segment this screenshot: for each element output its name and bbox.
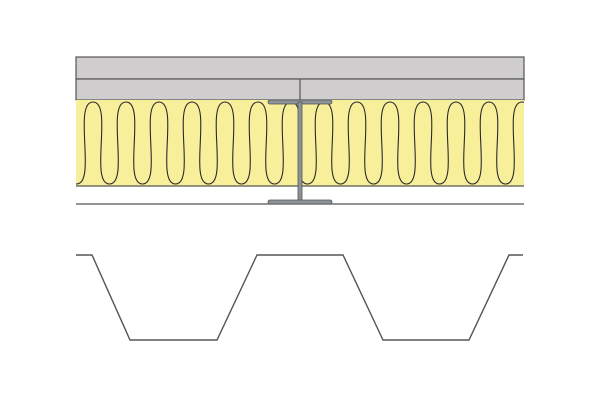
- steel-i-beam: [267, 99, 333, 205]
- upper-board: [75, 56, 525, 80]
- beam-web: [297, 101, 303, 203]
- insulation-pattern: [76, 101, 524, 185]
- insulation-loop-line: [76, 101, 524, 185]
- profiled-metal-deck: [76, 254, 523, 341]
- beam-bottom-flange: [267, 199, 333, 205]
